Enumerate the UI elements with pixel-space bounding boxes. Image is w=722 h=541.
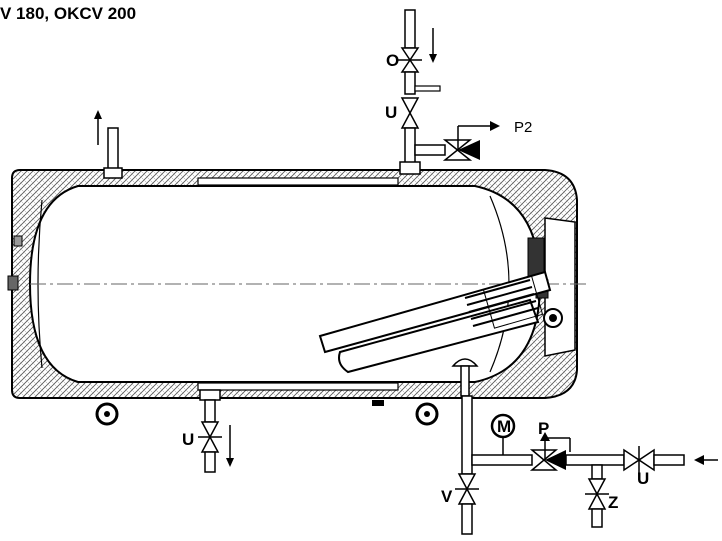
label-m: M bbox=[497, 417, 511, 436]
label-v: V bbox=[441, 487, 453, 506]
label-u-bottom: U bbox=[182, 430, 194, 449]
label-z: Z bbox=[608, 493, 618, 512]
heating-element bbox=[318, 270, 552, 374]
bottom-drain bbox=[198, 389, 234, 473]
inlet-assembly bbox=[451, 358, 718, 535]
label-p: P bbox=[538, 419, 549, 438]
tank-rails bbox=[197, 177, 399, 391]
left-fittings bbox=[7, 235, 23, 291]
wheels bbox=[95, 400, 439, 426]
label-o: O bbox=[386, 51, 399, 70]
diagram-title: V 180, OKCV 200 bbox=[0, 4, 137, 23]
label-p2: P2 bbox=[514, 119, 532, 136]
hot-water-outlet bbox=[94, 110, 123, 179]
label-u-top: U bbox=[385, 103, 397, 122]
label-u-right: U bbox=[637, 469, 649, 488]
top-valve-stack bbox=[398, 9, 500, 175]
